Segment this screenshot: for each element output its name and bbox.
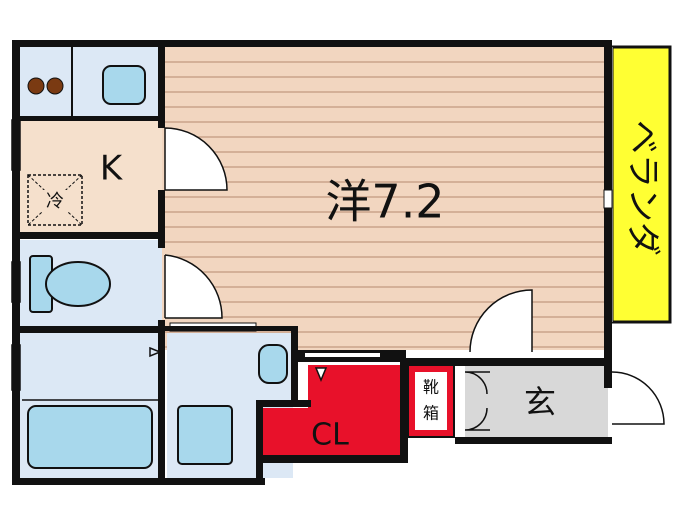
shoe-box-label: 箱 [423, 404, 439, 423]
bathroom [11, 333, 163, 478]
door-shoe [464, 407, 490, 431]
doors [164, 127, 665, 431]
entrance-label: 玄 [524, 383, 556, 421]
shoe-box-label: 靴 [423, 378, 439, 397]
toilet-bowl-icon [45, 261, 111, 307]
kitchen-label: K [100, 149, 124, 189]
balcony-label: ベランダ [623, 120, 663, 256]
washbasin-icon [258, 344, 288, 384]
entrance: 玄 [465, 365, 608, 437]
western-room [162, 45, 608, 350]
toilet-room [11, 240, 162, 328]
closet: CL [262, 365, 400, 455]
door-shoe [464, 371, 490, 395]
door-entrance-room [469, 289, 533, 353]
balcony-window [603, 189, 613, 209]
walls [12, 40, 612, 485]
balcony: ベランダ [610, 45, 672, 324]
fridge-label: 冷 [46, 191, 64, 212]
kitchen-area: 冷 K [11, 44, 163, 235]
bathtub-icon [27, 405, 153, 469]
stove-burner-icon [46, 77, 64, 95]
shoe-box: 靴 箱 靴箱 [407, 364, 455, 438]
door-kitchen [164, 127, 228, 191]
door-toilet [164, 254, 223, 319]
door-front [611, 371, 665, 425]
western-room-label: 洋7.2 [325, 175, 444, 229]
stove-burner-icon [27, 77, 45, 95]
washing-machine-icon [177, 405, 233, 465]
fridge-icon [27, 174, 83, 226]
floorboard-lines [165, 61, 604, 348]
closet-label: CL [311, 418, 349, 453]
sink-icon [102, 65, 146, 105]
